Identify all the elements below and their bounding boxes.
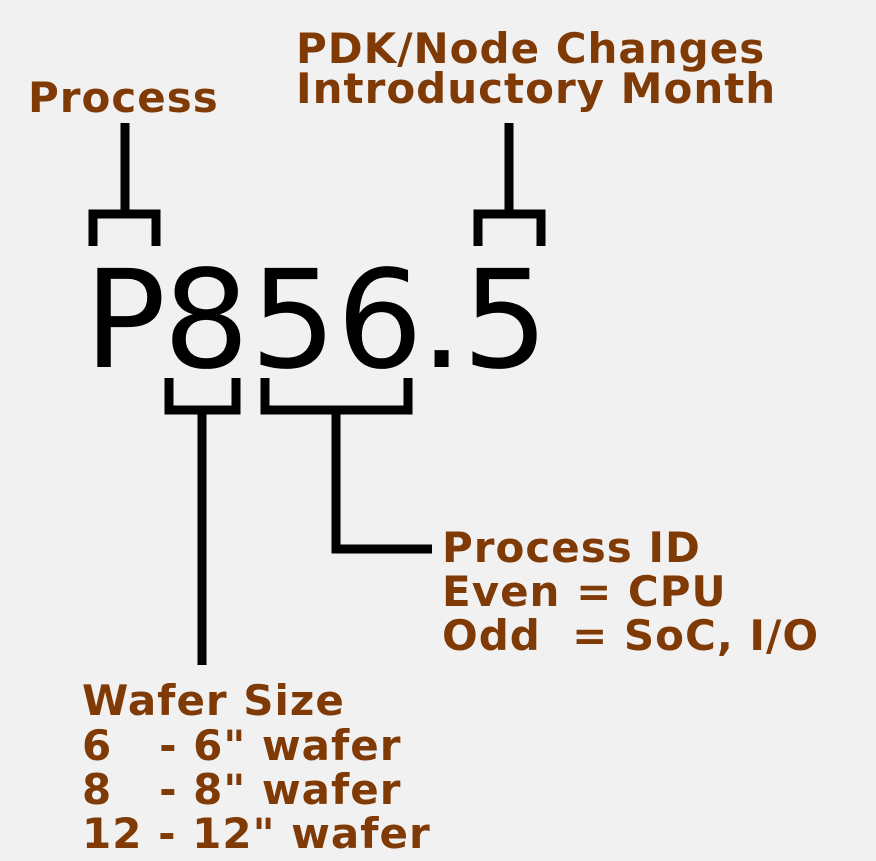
wafer-size-label: Wafer Size 6 - 6" wafer 8 - 8" wafer 12 … (82, 676, 431, 858)
process-id-bracket (260, 378, 432, 554)
wafer-size-line-2: 6 - 6" wafer (82, 721, 401, 770)
process-label: Process (28, 73, 219, 122)
process-id-label: Process ID Even = CPU Odd = SoC, I/O (442, 523, 819, 660)
month-label-line-2: Introductory Month (296, 64, 776, 113)
wafer-size-line-3: 8 - 8" wafer (82, 765, 401, 814)
process-bracket (88, 123, 161, 246)
wafer-size-line-1: Wafer Size (82, 676, 345, 725)
process-id-line-2: Even = CPU (442, 567, 727, 616)
code-wafer-digit: 8 (163, 242, 250, 400)
process-id-line-1: Process ID (442, 523, 701, 572)
code-month-digit: 5 (462, 242, 549, 400)
month-label-line-1: PDK/Node Changes (296, 24, 765, 73)
process-id-line-3: Odd = SoC, I/O (442, 611, 819, 660)
month-bracket (473, 123, 546, 246)
code-process-letter: P (84, 242, 166, 400)
code-separator: . (420, 242, 463, 400)
wafer-bracket (164, 378, 241, 665)
month-label: PDK/Node Changes Introductory Month (296, 24, 776, 113)
code-process-id: 56 (250, 242, 423, 400)
wafer-size-line-4: 12 - 12" wafer (82, 809, 431, 858)
part-code: P 8 56 . 5 (84, 242, 549, 400)
